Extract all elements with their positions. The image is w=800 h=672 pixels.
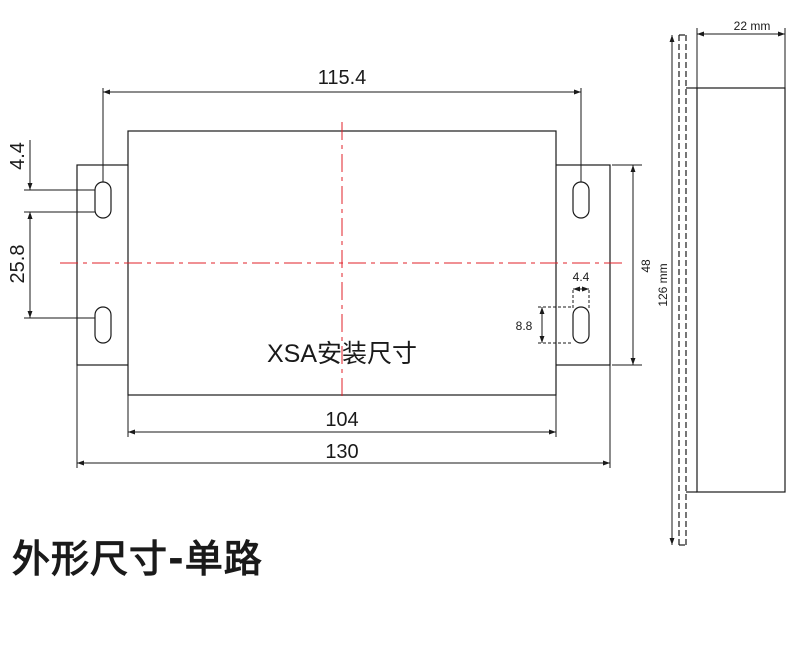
mounting-slot-bottom-right: [572, 306, 590, 344]
dim-slot-length: 8.8: [516, 319, 533, 333]
side-view: [678, 34, 786, 546]
dim-slot-width: 4.4: [573, 270, 590, 284]
dim-top-offset: 4.4: [7, 142, 29, 170]
dim-flange-height: 48: [639, 259, 653, 273]
mounting-slot-top-left: [94, 181, 112, 219]
dim-hole-span: 115.4: [318, 67, 367, 89]
centerlines: [60, 122, 625, 400]
dim-side-depth: 22 mm: [734, 19, 771, 33]
front-view-label: XSA安装尺寸: [267, 340, 417, 368]
dim-body-width: 104: [325, 409, 358, 431]
mounting-slot-bottom-left: [94, 306, 112, 344]
dim-hole-pitch: 25.8: [7, 245, 29, 284]
dim-side-height: 126 mm: [656, 263, 670, 306]
diagram-caption: 外形尺寸-单路: [12, 537, 263, 581]
dim-overall-width: 130: [325, 441, 358, 463]
side-body: [696, 87, 786, 493]
mounting-slot-top-right: [572, 181, 590, 219]
